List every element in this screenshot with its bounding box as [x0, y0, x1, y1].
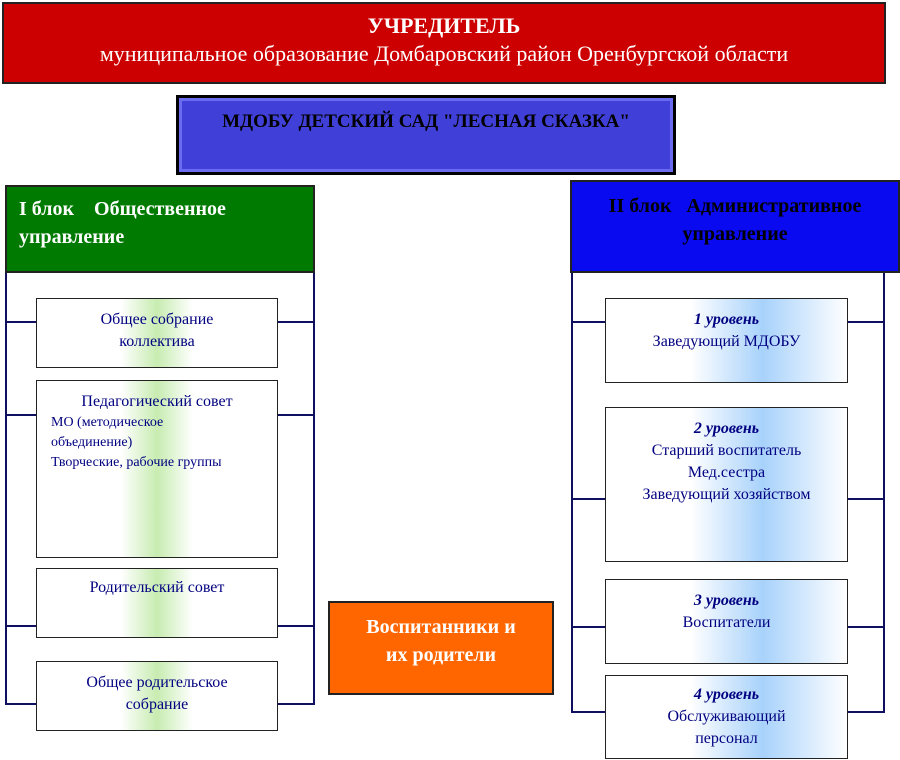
level-line: Обслуживающий — [667, 708, 786, 725]
block2-title-line1: II блок Административное — [608, 195, 862, 217]
block1-title-line2: управление — [19, 226, 125, 248]
institution-name: МДОБУ ДЕТСКИЙ САД "ЛЕСНАЯ СКАЗКА" — [222, 111, 630, 132]
left-connector-3 — [5, 625, 36, 627]
founder-subtitle: муниципальное образование Домбаровский р… — [99, 41, 789, 66]
institution-frame: МДОБУ ДЕТСКИЙ САД "ЛЕСНАЯ СКАЗКА" — [176, 95, 676, 175]
right-inner-vertical-line — [571, 273, 573, 713]
institution-box: МДОБУ ДЕТСКИЙ САД "ЛЕСНАЯ СКАЗКА" — [179, 98, 673, 172]
level-label: 4 уровень — [693, 686, 760, 703]
item-line: Родительский совет — [89, 579, 225, 596]
left-connector-3b — [277, 625, 315, 627]
left-connector-2b — [277, 414, 315, 416]
level-line: Старший воспитатель — [651, 442, 802, 459]
right-outer-vertical-line — [883, 273, 885, 713]
left-connector-4 — [5, 703, 36, 705]
children-line1: Воспитанники и — [366, 616, 516, 638]
item-line: собрание — [125, 696, 189, 713]
block1-header: I блок Общественное управление — [5, 185, 315, 273]
block1-item-parents-council: Родительский совет — [36, 568, 278, 638]
block2-level-4: 4 уровень Обслуживающий персонал — [605, 675, 848, 759]
level-line: Заведующий МДОБУ — [652, 333, 801, 350]
right-connector-2 — [571, 498, 605, 500]
level-label: 2 уровень — [693, 420, 760, 437]
right-connector-4 — [571, 711, 605, 713]
children-parents-box: Воспитанники и их родители — [328, 601, 554, 695]
item-line: коллектива — [119, 333, 195, 350]
item-line: Педагогический совет — [81, 393, 233, 410]
block2-level-3: 3 уровень Воспитатели — [605, 579, 848, 664]
level-line: Воспитатели — [682, 614, 771, 631]
block1-item-pedagogical-council: Педагогический совет МО (методическое об… — [36, 380, 278, 558]
level-label: 1 уровень — [693, 311, 760, 328]
right-connector-3b — [847, 626, 885, 628]
founder-title: УЧРЕДИТЕЛЬ — [367, 13, 521, 38]
right-connector-3 — [571, 626, 605, 628]
block2-level-1: 1 уровень Заведующий МДОБУ — [605, 298, 848, 383]
item-line: Общее собрание — [100, 311, 214, 328]
block1-item-general-meeting: Общее собрание коллектива — [36, 298, 278, 368]
item-subline: Творческие, рабочие группы — [51, 455, 222, 470]
left-outer-vertical-line — [5, 273, 7, 705]
left-connector-2 — [5, 414, 36, 416]
right-connector-2b — [847, 498, 885, 500]
left-connector-1b — [277, 321, 315, 323]
item-subline: МО (методическое — [51, 415, 164, 430]
level-line: персонал — [695, 730, 758, 747]
left-connector-4b — [277, 703, 315, 705]
level-line: Заведующий хозяйством — [642, 486, 811, 503]
item-subline: объединение) — [51, 435, 133, 450]
founder-box: УЧРЕДИТЕЛЬ муниципальное образование Дом… — [2, 2, 886, 84]
item-line: Общее родительское — [86, 674, 228, 691]
left-connector-1 — [5, 321, 36, 323]
left-inner-vertical-line — [313, 273, 315, 705]
block2-header: II блок Административное управление — [570, 180, 900, 273]
block2-level-2: 2 уровень Старший воспитатель Мед.сестра… — [605, 407, 848, 562]
right-connector-1b — [847, 321, 885, 323]
block1-title-line1: I блок Общественное — [19, 198, 226, 220]
right-connector-4b — [847, 711, 885, 713]
block1-item-general-parents-meeting: Общее родительское собрание — [36, 661, 278, 731]
block2-title-line2: управление — [682, 223, 788, 245]
children-line2: их родители — [385, 644, 497, 666]
level-label: 3 уровень — [693, 592, 760, 609]
level-line: Мед.сестра — [687, 464, 766, 481]
right-connector-1 — [571, 321, 605, 323]
